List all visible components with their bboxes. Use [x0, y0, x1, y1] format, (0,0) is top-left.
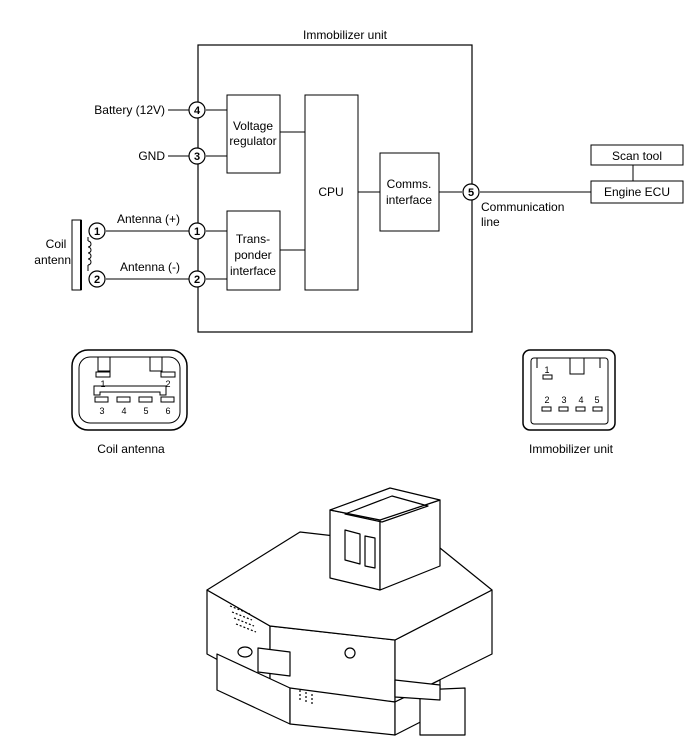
- comms-interface-block: [379, 152, 440, 232]
- communication-line-label-2: line: [481, 215, 500, 229]
- cpu-block: [304, 94, 359, 291]
- svg-text:5: 5: [143, 406, 148, 416]
- unit-title: Immobilizer unit: [303, 28, 388, 42]
- voltage-regulator-block: [226, 94, 281, 174]
- antenna-pos-label: Antenna (+): [117, 212, 180, 226]
- immobilizer-unit-illustration: [206, 487, 493, 736]
- svg-text:4: 4: [194, 105, 201, 117]
- scan-tool-box: [590, 144, 684, 166]
- svg-text:3: 3: [561, 395, 566, 405]
- comms-interface-label-1: Comms.: [387, 177, 432, 191]
- svg-text:1: 1: [194, 226, 200, 238]
- svg-text:1: 1: [100, 379, 105, 389]
- svg-text:4: 4: [121, 406, 126, 416]
- svg-text:3: 3: [194, 151, 200, 163]
- engine-ecu-label: Engine ECU: [604, 185, 670, 199]
- svg-text:2: 2: [94, 274, 100, 286]
- gnd-label: GND: [138, 149, 165, 163]
- svg-text:4: 4: [578, 395, 583, 405]
- coil-antenna-body: [71, 219, 82, 291]
- internal-connections: [206, 109, 462, 280]
- svg-text:2: 2: [165, 379, 170, 389]
- immobilizer-caption: Immobilizer unit: [529, 442, 614, 456]
- unit-pin-4: 4: [188, 101, 206, 119]
- external-wires: [106, 109, 634, 280]
- coil-pin-2: 2: [88, 270, 106, 288]
- coil-winding-icon: [87, 237, 92, 271]
- battery-label: Battery (12V): [94, 103, 165, 117]
- transponder-label-1: Trans-: [236, 232, 270, 246]
- scan-tool-label: Scan tool: [612, 149, 662, 163]
- unit-pin-1: 1: [188, 222, 206, 240]
- svg-text:5: 5: [594, 395, 599, 405]
- unit-pin-2: 2: [188, 270, 206, 288]
- coil-antenna-label-2: antenna: [34, 253, 78, 267]
- svg-text:1: 1: [94, 226, 100, 238]
- coil-antenna-connector: 1 2 3 4 5 6: [71, 349, 188, 431]
- engine-ecu-box: [590, 180, 684, 204]
- svg-text:5: 5: [468, 187, 474, 199]
- unit-pin-3: 3: [188, 147, 206, 165]
- unit-pin-5: 5: [462, 183, 480, 201]
- coil-antenna-caption: Coil antenna: [97, 442, 165, 456]
- svg-text:6: 6: [165, 406, 170, 416]
- antenna-neg-label: Antenna (-): [120, 260, 180, 274]
- svg-text:1: 1: [544, 365, 549, 375]
- voltage-regulator-label-2: regulator: [229, 134, 276, 148]
- svg-text:2: 2: [194, 274, 200, 286]
- transponder-label-3: interface: [230, 264, 276, 278]
- transponder-label-2: ponder: [234, 248, 271, 262]
- svg-text:2: 2: [544, 395, 549, 405]
- cpu-label: CPU: [318, 185, 343, 199]
- immobilizer-connector: 1 2 3 4 5: [522, 349, 616, 431]
- voltage-regulator-label-1: Voltage: [233, 119, 273, 133]
- coil-antenna-label-1: Coil: [46, 237, 67, 251]
- coil-pin-1: 1: [88, 222, 106, 240]
- comms-interface-label-2: interface: [386, 193, 432, 207]
- svg-text:3: 3: [99, 406, 104, 416]
- communication-line-label-1: Communication: [481, 200, 564, 214]
